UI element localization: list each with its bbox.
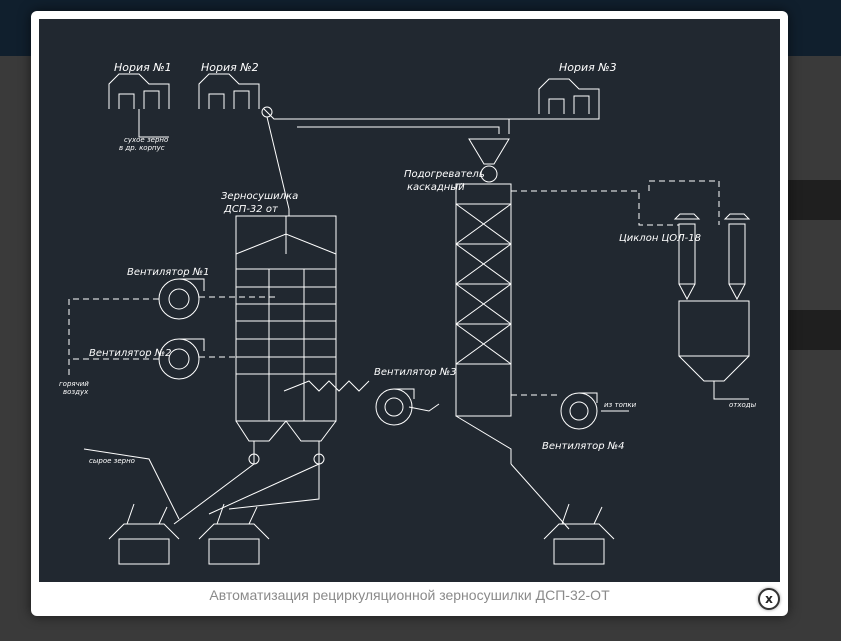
noria-1 — [108, 73, 170, 109]
label-fan-1: Вентилятор №1 — [127, 267, 210, 278]
preheater-hopper — [468, 138, 510, 165]
label-dryer-2: ДСП-32 от — [223, 204, 279, 215]
close-button[interactable]: x — [758, 588, 780, 610]
noria-boot-3 — [543, 503, 615, 565]
lightbox: Нория №1 Нория №2 Нория №3 сухое зерно в… — [31, 11, 788, 616]
preheater-outlet-pipe — [510, 463, 570, 530]
noria-3 — [538, 78, 600, 114]
lightbox-image: Нория №1 Нория №2 Нория №3 сухое зерно в… — [39, 19, 780, 582]
pipe-noria2-preheater-2 — [297, 126, 500, 134]
noria-2 — [198, 73, 260, 109]
label-dry-grain-2: в др. корпус — [119, 144, 165, 152]
pipe-noria2-preheater — [263, 108, 510, 134]
fan-1 — [158, 278, 205, 320]
label-dryer: Зерносушилка — [221, 191, 298, 202]
label-preheater: Подогреватель — [404, 169, 485, 180]
label-hot-air: горячий — [59, 380, 89, 388]
process-diagram: Нория №1 Нория №2 Нория №3 сухое зерно в… — [59, 61, 757, 565]
label-hot-air-2: воздух — [63, 388, 89, 396]
label-dry-grain: сухое зерно — [124, 136, 168, 144]
lower-pipes — [173, 441, 320, 525]
label-fan-3: Вентилятор №3 — [374, 367, 457, 378]
raw-grain-line — [83, 448, 180, 520]
label-fan-2: Вентилятор №2 — [89, 348, 172, 359]
label-cyclone: Циклон ЦОЛ-18 — [619, 233, 701, 244]
background-strip — [781, 180, 841, 220]
fan-3-outlet — [408, 403, 440, 412]
dry-grain-line — [138, 109, 169, 138]
lightbox-caption: Автоматизация рециркуляционной зерносуши… — [209, 587, 610, 603]
duct-to-cyclone-2 — [648, 180, 720, 225]
hot-air-duct — [68, 298, 159, 379]
fan-3 — [375, 388, 415, 426]
fan-3-duct — [283, 380, 370, 392]
preheater-feeder — [480, 165, 498, 183]
label-fan-4: Вентилятор №4 — [542, 441, 625, 452]
duct-to-cyclone — [511, 190, 679, 226]
background-strip — [781, 310, 841, 350]
preheater-column — [455, 183, 512, 464]
fan-2 — [158, 338, 205, 380]
dryer-column — [235, 215, 337, 442]
label-noria-1: Нория №1 — [114, 61, 172, 74]
label-noria-3: Нория №3 — [559, 61, 617, 74]
label-preheater-2: каскадный — [407, 182, 465, 193]
label-from-furnace: из топки — [604, 401, 637, 409]
label-waste: отходы — [729, 401, 757, 409]
valve — [248, 453, 260, 465]
noria-boot-2 — [198, 503, 270, 565]
valve — [313, 453, 325, 465]
label-raw-grain: сырое зерно — [89, 457, 135, 465]
noria-boot-1 — [108, 503, 180, 565]
pipe-noria2-dryer — [266, 116, 290, 216]
label-noria-2: Нория №2 — [201, 61, 259, 74]
cyclone — [673, 213, 751, 400]
pipe-noria3 — [509, 114, 600, 120]
fan-4 — [560, 392, 598, 430]
air-duct — [199, 296, 279, 358]
